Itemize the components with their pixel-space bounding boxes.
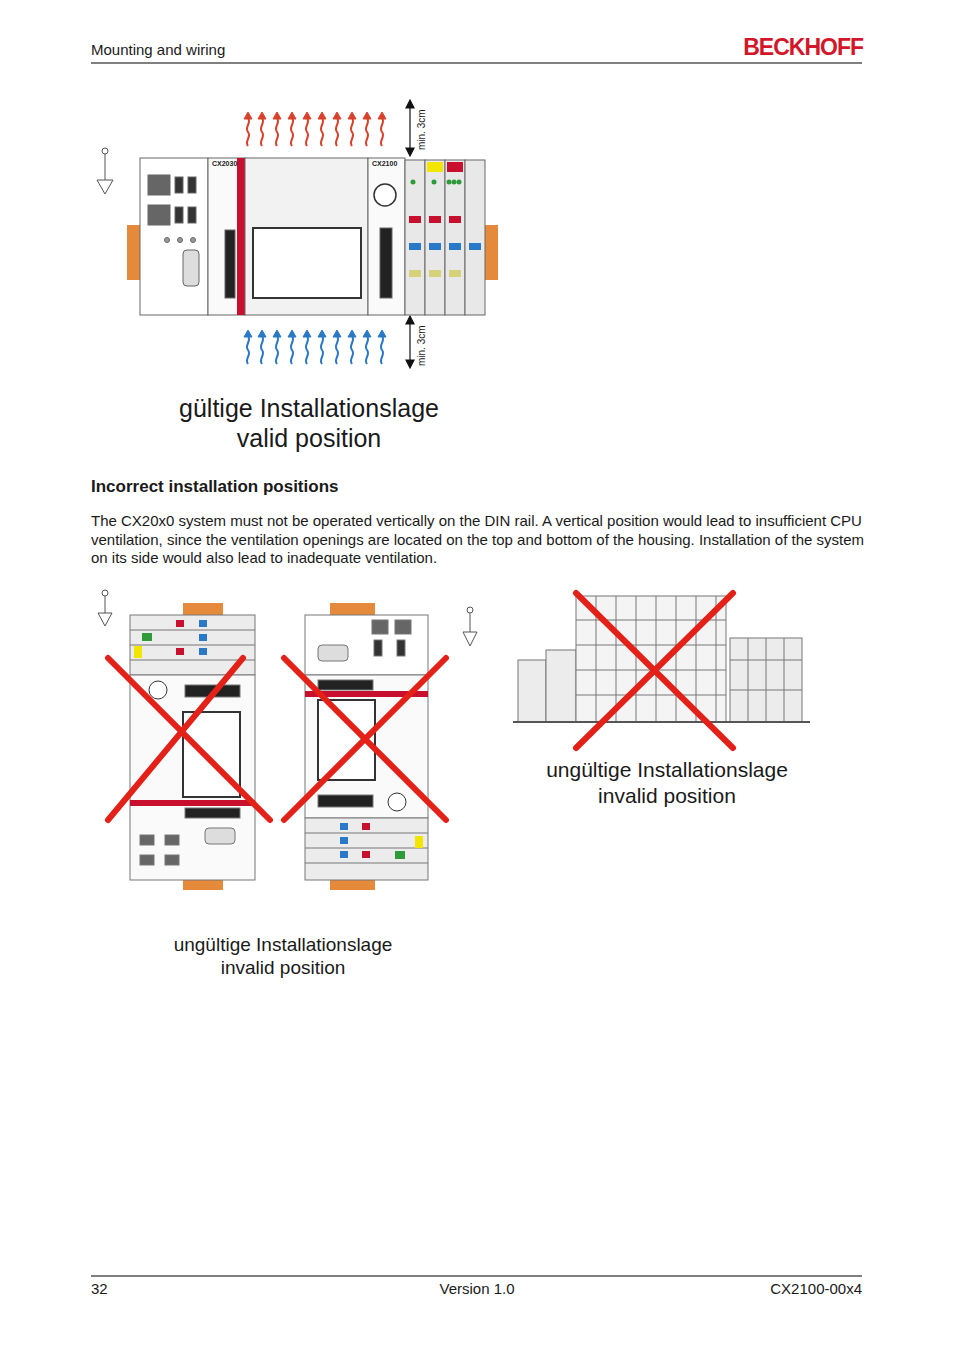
figure-caption: invalid position — [598, 783, 736, 808]
device-name: CX2030 — [212, 160, 237, 168]
version-info: Version 1.0 — [439, 1280, 514, 1298]
figure-caption: invalid position — [221, 957, 346, 980]
device-name: CX2100 — [372, 160, 397, 168]
clearance-dimension: min. 3cm — [416, 325, 428, 366]
running-header: Mounting and wiring — [91, 41, 225, 59]
figure-caption: ungültige Installationslage — [174, 934, 393, 957]
brand-logo: BECKHOFF — [743, 34, 863, 62]
figure-caption: ungültige Installationslage — [546, 757, 788, 782]
section-heading: Incorrect installation positions — [91, 477, 338, 497]
document-id: CX2100-00x4 — [770, 1280, 862, 1298]
page-number: 32 — [91, 1280, 108, 1298]
figure-caption: gültige Installationslage — [179, 393, 439, 423]
clearance-dimension: min. 3cm — [416, 109, 428, 150]
figure-caption: valid position — [237, 423, 382, 453]
body-paragraph: The CX20x0 system must not be operated v… — [91, 512, 866, 568]
